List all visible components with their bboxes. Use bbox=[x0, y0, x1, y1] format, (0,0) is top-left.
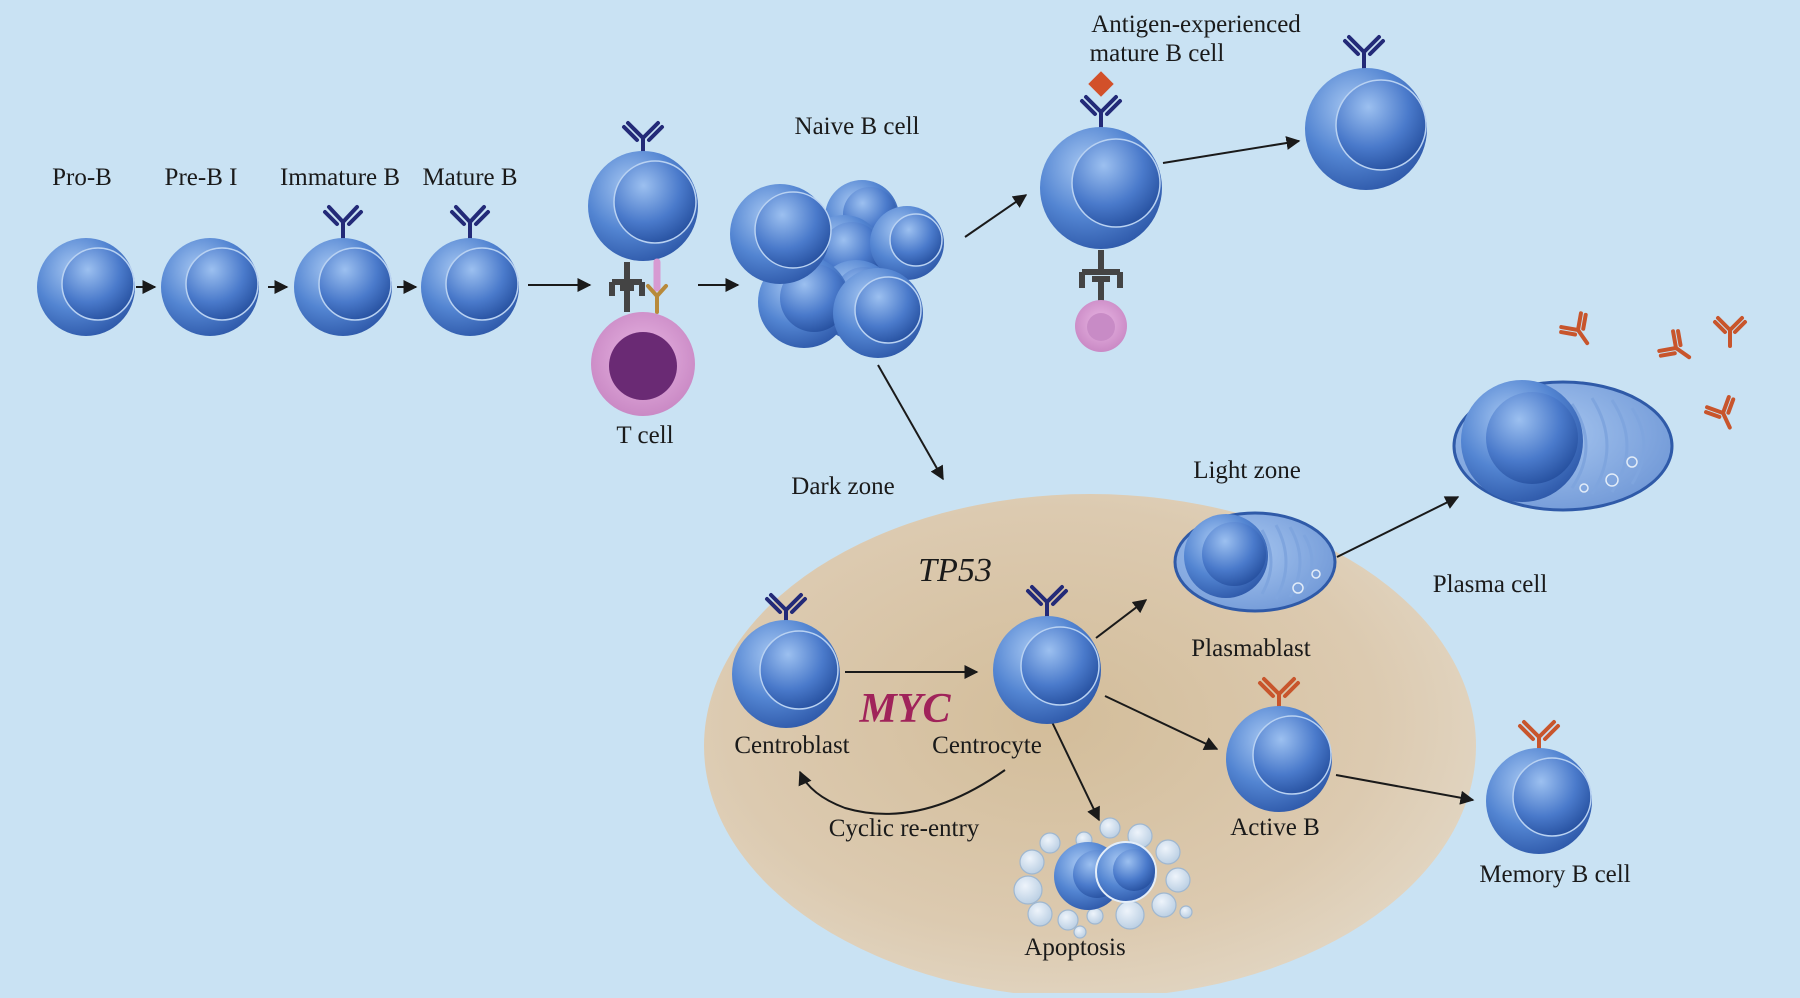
arrow-plasmablast-plasma bbox=[1336, 496, 1460, 558]
arrow-naive-darkzone bbox=[877, 364, 944, 481]
label-apoptosis: Apoptosis bbox=[1024, 934, 1125, 961]
antibody-icon bbox=[765, 593, 807, 630]
label-tp53: TP53 bbox=[918, 552, 992, 589]
apoptotic-bodies bbox=[1013, 817, 1193, 939]
arrow-active-memory bbox=[1335, 774, 1475, 805]
label-memory-b: Memory B cell bbox=[1479, 861, 1630, 888]
arrow-cyclic-reentry bbox=[798, 769, 1006, 815]
labels: Pro-B Pre-B I Immature B Mature B T cell… bbox=[52, 11, 1631, 961]
receptor-icon bbox=[646, 284, 668, 314]
label-centrocyte: Centrocyte bbox=[932, 732, 1042, 759]
label-centroblast: Centroblast bbox=[734, 732, 849, 759]
arrow-naive-antigen bbox=[964, 194, 1028, 238]
label-pro-b: Pro-B bbox=[52, 164, 112, 191]
antibody-icon bbox=[1258, 677, 1300, 714]
label-plasmablast: Plasmablast bbox=[1191, 635, 1310, 662]
antigen-icon bbox=[1088, 71, 1114, 97]
top-memory-b-cell bbox=[1305, 35, 1427, 190]
antibody-icon bbox=[1657, 329, 1692, 360]
centroblast-cell bbox=[732, 593, 840, 728]
arrows bbox=[136, 136, 1475, 822]
secreted-antibodies bbox=[1559, 311, 1747, 430]
naive-b-cell-cluster bbox=[730, 180, 944, 358]
active-b-cell bbox=[1226, 677, 1332, 812]
label-naive-b: Naive B cell bbox=[795, 113, 920, 140]
antibody-icon bbox=[450, 205, 490, 240]
antibody-icon bbox=[1080, 95, 1122, 132]
pro-b-cell bbox=[37, 238, 135, 336]
label-antigen-experienced-2: mature B cell bbox=[1090, 40, 1225, 67]
antibody-icon bbox=[1713, 316, 1747, 348]
label-light-zone: Light zone bbox=[1193, 457, 1301, 484]
antibody-icon bbox=[1026, 585, 1068, 622]
label-cyclic-reentry: Cyclic re-entry bbox=[829, 815, 980, 842]
t-cell-interaction bbox=[588, 121, 698, 416]
mature-b-cell bbox=[421, 205, 519, 336]
label-active-b: Active B bbox=[1230, 814, 1320, 841]
receptor-icon bbox=[1079, 250, 1123, 304]
pre-b-cell bbox=[161, 238, 259, 336]
antibody-icon bbox=[1704, 395, 1736, 430]
antibody-icon bbox=[1559, 311, 1590, 346]
plasmablast-cell bbox=[1173, 511, 1337, 613]
label-pre-b: Pre-B I bbox=[165, 164, 238, 191]
arrow-centrocyte-active bbox=[1104, 695, 1219, 750]
label-t-cell: T cell bbox=[616, 422, 673, 449]
label-dark-zone: Dark zone bbox=[791, 473, 894, 500]
immature-b-cell bbox=[294, 205, 392, 336]
arrow-centrocyte-apoptosis bbox=[1051, 721, 1100, 822]
label-mature-b: Mature B bbox=[422, 164, 517, 191]
antibody-icon bbox=[622, 121, 664, 158]
antibody-icon bbox=[1343, 35, 1385, 72]
label-myc: MYC bbox=[858, 686, 951, 732]
label-plasma-cell: Plasma cell bbox=[1433, 571, 1548, 598]
plasma-cell bbox=[1452, 380, 1674, 512]
apoptosis-cell bbox=[1013, 817, 1193, 939]
arrow-antigen-memory bbox=[1162, 136, 1301, 164]
antigen-experienced-b-cell bbox=[1040, 71, 1162, 352]
label-immature-b: Immature B bbox=[280, 164, 400, 191]
germinal-center bbox=[704, 494, 1476, 998]
centrocyte-cell bbox=[993, 585, 1101, 724]
antibody-icon bbox=[323, 205, 363, 240]
label-antigen-experienced-1: Antigen-experienced bbox=[1091, 11, 1301, 38]
memory-b-cell bbox=[1486, 720, 1592, 854]
antibody-icon bbox=[1518, 720, 1560, 757]
receptor-icon bbox=[609, 262, 645, 312]
arrow-centrocyte-plasmablast bbox=[1095, 599, 1148, 639]
